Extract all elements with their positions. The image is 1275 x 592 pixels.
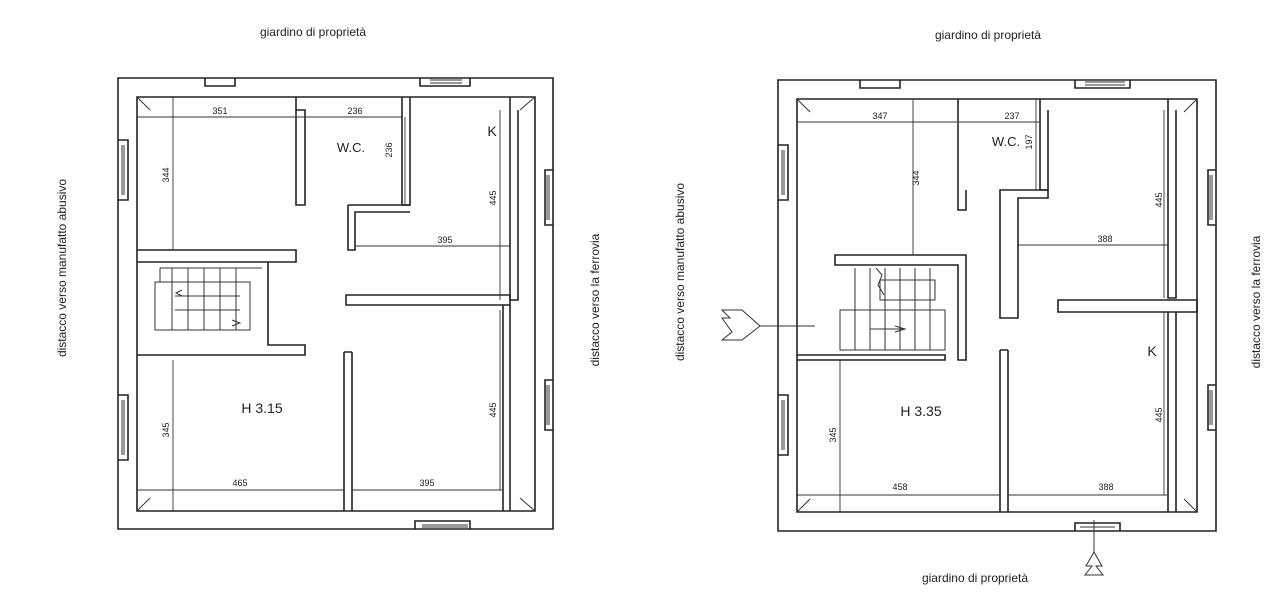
dim-left-bottom-left-w: 465 — [232, 478, 247, 488]
dim-right-top-right-h: 445 — [1154, 192, 1164, 207]
plan-left-left-label: distacco verso manufatto abusivo — [55, 179, 69, 357]
dim-left-bottom-right-w: 395 — [419, 478, 434, 488]
plan-right: giardino di proprietà distacco verso man… — [673, 28, 1263, 585]
plan-right-interior-walls — [720, 99, 1198, 576]
plan-right-kitchen-label: K — [1147, 343, 1157, 359]
dim-right-bottom-left-w: 458 — [892, 482, 907, 492]
dim-right-top-left-h: 344 — [911, 170, 921, 185]
plan-left-right-label: distacco verso la ferrovia — [588, 233, 602, 366]
plan-right-height-label: H 3.35 — [900, 403, 941, 419]
dim-right-bottom-right-h: 445 — [1154, 407, 1164, 422]
plan-left: giardino di proprietà distacco verso man… — [55, 25, 602, 530]
dim-left-bottom-left-h: 345 — [161, 422, 171, 437]
plan-left-outer-walls — [117, 77, 554, 530]
plan-left-dimensions: 351 236 236 344 445 395 345 465 395 445 — [137, 97, 510, 511]
plan-right-dimensions: 347 237 197 344 445 388 345 458 388 445 — [797, 99, 1168, 512]
plan-left-kitchen-label: K — [487, 123, 497, 139]
dim-right-bottom-left-h: 345 — [828, 427, 838, 442]
dim-right-bottom-right-w: 388 — [1098, 482, 1113, 492]
plan-right-bottom-label: giardino di proprietà — [922, 571, 1028, 585]
plan-right-left-label: distacco verso manufatto abusivo — [673, 183, 687, 361]
plan-left-interior-walls — [137, 97, 519, 511]
dim-left-bottom-right-h: 445 — [488, 402, 498, 417]
plan-right-wc-label: W.C. — [992, 134, 1020, 149]
plan-left-top-label: giardino di proprietà — [260, 25, 366, 39]
dim-left-top-left-w: 351 — [212, 106, 227, 116]
dim-right-wc-h: 197 — [1024, 134, 1034, 149]
dim-right-top-left-w: 347 — [872, 111, 887, 121]
plan-right-top-label: giardino di proprietà — [935, 28, 1041, 42]
plan-right-outer-walls — [777, 79, 1217, 532]
plan-left-height-label: H 3.15 — [241, 400, 282, 416]
dim-left-kitchen-w: 395 — [437, 235, 452, 245]
dim-right-wc-w: 237 — [1004, 111, 1019, 121]
dim-left-top-left-h: 344 — [161, 167, 171, 182]
dim-right-top-right-w: 388 — [1097, 234, 1112, 244]
dim-left-wc-w: 236 — [347, 106, 362, 116]
plan-right-right-label: distacco verso la ferrovia — [1249, 235, 1263, 368]
dim-left-kitchen-h: 445 — [488, 190, 498, 205]
plan-left-wc-label: W.C. — [337, 140, 365, 155]
dim-left-wc-h: 236 — [384, 142, 394, 157]
